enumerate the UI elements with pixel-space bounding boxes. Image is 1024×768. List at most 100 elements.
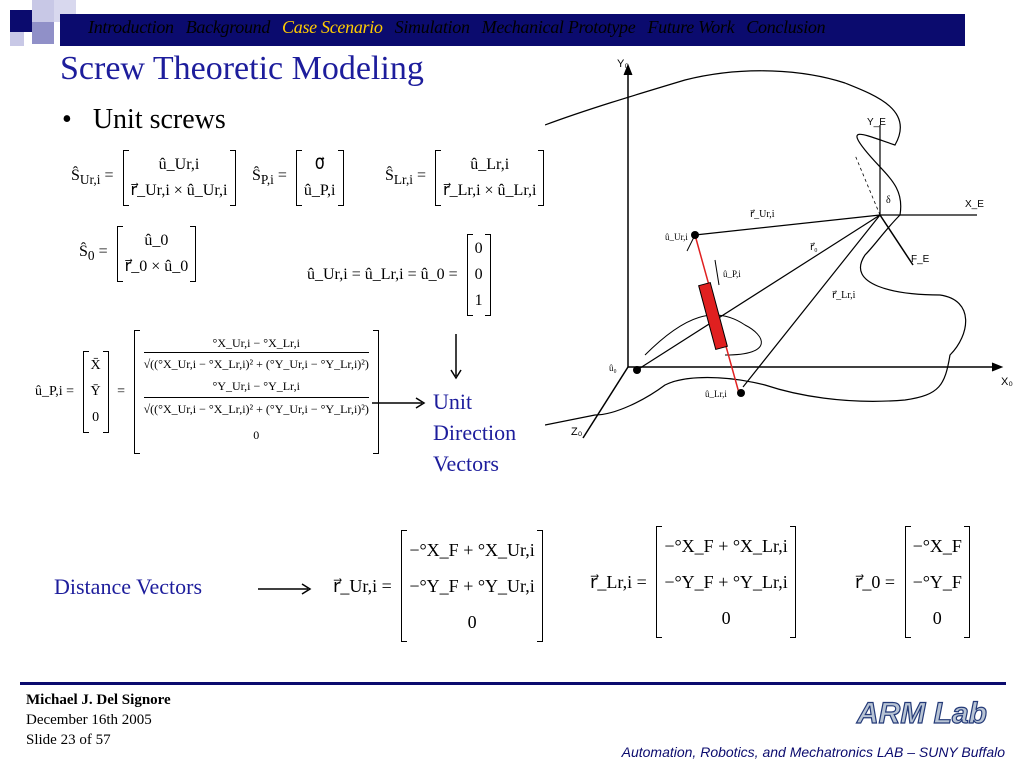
eq-cell: X̄ [90, 358, 101, 373]
label-line: Direction [433, 420, 517, 445]
label-r-lr: r⃗_Lr,i [832, 290, 856, 301]
eq-cell: 1 [474, 292, 483, 309]
nav-item-mechanical-prototype[interactable]: Mechanical Prototype [481, 17, 636, 37]
eq-cell: 0 [253, 428, 260, 442]
corner-square-3 [32, 22, 54, 44]
eq-lhs: Ŝ0 = [79, 243, 108, 264]
footer-info: Michael J. Del Signore December 16th 200… [26, 690, 171, 750]
eq-cell: −°Y_F [912, 572, 962, 592]
eq-fraction-bar [143, 352, 369, 353]
eq-matrix: û_0 r⃗_0 × û_0 [116, 226, 197, 282]
eq-cell: −°Y_F + °Y_Ur,i [409, 576, 535, 596]
eq-unit-p: û_P,i = X̄ Ȳ 0 = °X_Ur,i − °X_Lr,i √((°X… [30, 330, 380, 454]
eq-cell: 0 [474, 266, 483, 283]
label-u-ur: û_Ur,i [665, 232, 688, 242]
label-xe: X_E [965, 199, 984, 210]
eq-cell: 0⃗ [314, 156, 325, 173]
eq-cell: 0 [92, 410, 100, 425]
eq-lhs: r⃗_Lr,i = [590, 571, 647, 592]
footer-author: Michael J. Del Signore [26, 692, 171, 708]
page-title: Screw Theoretic Modeling [60, 50, 424, 87]
right-arrow-icon [258, 583, 312, 595]
footer-slide-number: Slide 23 of 57 [26, 732, 111, 748]
eq-cell: √((°X_Ur,i − °X_Lr,i)² + (°Y_Ur,i − °Y_L… [143, 357, 369, 371]
section-nav: Introduction Background Case Scenario Si… [88, 17, 826, 43]
eq-cell: Ȳ [90, 384, 101, 399]
eq-cell: û_Lr,i [470, 156, 510, 173]
eq-screw-ur: ŜUr,i = û_Ur,i r⃗_Ur,i × û_Ur,i [66, 150, 236, 206]
eq-lhs: ŜP,i = [252, 167, 287, 188]
eq-dist-lr: r⃗_Lr,i = −°X_F + °X_Lr,i −°Y_F + °Y_Lr,… [585, 526, 797, 638]
eq-cell: 0 [474, 240, 483, 257]
eq-lhs: r⃗_0 = [855, 571, 896, 592]
eq-fraction-bar [143, 397, 369, 398]
nav-item-background[interactable]: Background [185, 17, 271, 37]
eq-cell: °Y_Ur,i − °Y_Lr,i [212, 379, 300, 393]
eq-cell: √((°X_Ur,i − °X_Lr,i)² + (°Y_Ur,i − °Y_L… [143, 402, 369, 416]
nav-bar [60, 14, 965, 46]
bullet-text: Unit screws [92, 104, 226, 135]
eq-cell: 0 [932, 608, 942, 628]
eq-cell: 0 [721, 608, 731, 628]
eq-matrix-mid: X̄ Ȳ 0 [82, 351, 109, 433]
vector-r0 [636, 214, 881, 371]
label-x0: X₀ [1001, 376, 1013, 388]
footer-date: December 16th 2005 [26, 712, 152, 728]
bullet-item: • Unit screws [62, 104, 226, 135]
eq-matrix: −°X_F −°Y_F 0 [904, 526, 971, 638]
label-ye: Y_E [867, 117, 886, 128]
eq-dist-ur: r⃗_Ur,i = −°X_F + °X_Ur,i −°Y_F + °Y_Ur,… [328, 530, 544, 642]
eq-matrix: −°X_F + °X_Lr,i −°Y_F + °Y_Lr,i 0 [656, 526, 797, 638]
eq-lhs: û_P,i = [35, 384, 75, 399]
eq-screw-0: Ŝ0 = û_0 r⃗_0 × û_0 [74, 226, 196, 282]
lower-joint [737, 389, 745, 397]
footer-rule [20, 682, 1006, 685]
label-line: Unit [433, 389, 473, 414]
eq-matrix: û_Ur,i r⃗_Ur,i × û_Ur,i [122, 150, 236, 206]
eq-lhs: ŜLr,i = [385, 167, 427, 188]
nav-item-conclusion[interactable]: Conclusion [746, 17, 826, 37]
arm-lab-logo: ARM Lab [855, 696, 987, 729]
label-u-lr: û_Lr,i [705, 389, 727, 399]
eq-lhs: r⃗_Ur,i = [333, 575, 392, 596]
eq-unit-equal: û_Ur,i = û_Lr,i = û_0 = 0 0 1 [302, 234, 491, 316]
eq-cell: û_0 [144, 232, 169, 249]
eq-matrix: 0 0 1 [466, 234, 491, 316]
eq-cell: −°Y_F + °Y_Lr,i [664, 572, 788, 592]
corner-square-4 [10, 32, 24, 46]
svg-text:ARM Lab: ARM Lab [856, 697, 987, 729]
label-line: Vectors [433, 451, 499, 476]
nav-item-simulation[interactable]: Simulation [394, 17, 470, 37]
nav-item-future-work[interactable]: Future Work [647, 17, 735, 37]
eq-lhs: û_Ur,i = û_Lr,i = û_0 = [307, 266, 458, 283]
eq-cell: °X_Ur,i − °X_Lr,i [212, 336, 300, 350]
label-r-ur: r⃗_Ur,i [750, 209, 775, 220]
unit-direction-label: Unit Direction Vectors [433, 386, 516, 479]
vector-r-lr [742, 214, 881, 388]
label-fe: F_E [911, 254, 930, 265]
eq-screw-p: ŜP,i = 0⃗ û_P,i [247, 150, 344, 206]
axis-z0 [582, 366, 629, 439]
eq-cell: −°X_F + °X_Ur,i [409, 540, 535, 560]
eq-matrix: −°X_F + °X_Ur,i −°Y_F + °Y_Ur,i 0 [401, 530, 544, 642]
eq-matrix: 0⃗ û_P,i [295, 150, 344, 206]
label-u-p: û_P,i [723, 269, 741, 279]
label-delta: δ [886, 195, 891, 206]
vector-r-ur [694, 214, 881, 236]
corner-square-1 [10, 10, 32, 32]
footer-lab-name: Automation, Robotics, and Mechatronics L… [621, 744, 1005, 760]
eq-cell: −°X_F + °X_Lr,i [664, 536, 788, 556]
eq-cell: û_Ur,i [158, 156, 200, 173]
right-arrow-icon [372, 397, 426, 409]
distance-vectors-label: Distance Vectors [54, 574, 203, 599]
nav-item-case-scenario[interactable]: Case Scenario [282, 17, 383, 37]
eq-screw-lr: ŜLr,i = û_Lr,i r⃗_Lr,i × û_Lr,i [380, 150, 545, 206]
eq-cell: r⃗_Lr,i × û_Lr,i [443, 182, 537, 199]
screw-diagram: Y₀ X₀ Z₀ Y_E X_E F_E δ r⃗_Ur,i r⃗₀ r⃗_Lr… [545, 58, 1013, 439]
limb-outline [545, 70, 967, 426]
nav-item-introduction[interactable]: Introduction [88, 17, 174, 37]
eq-cell: r⃗_0 × û_0 [124, 258, 189, 275]
origin-joint [633, 366, 641, 374]
actuator-body [698, 281, 728, 351]
eq-cell: 0 [467, 612, 477, 632]
